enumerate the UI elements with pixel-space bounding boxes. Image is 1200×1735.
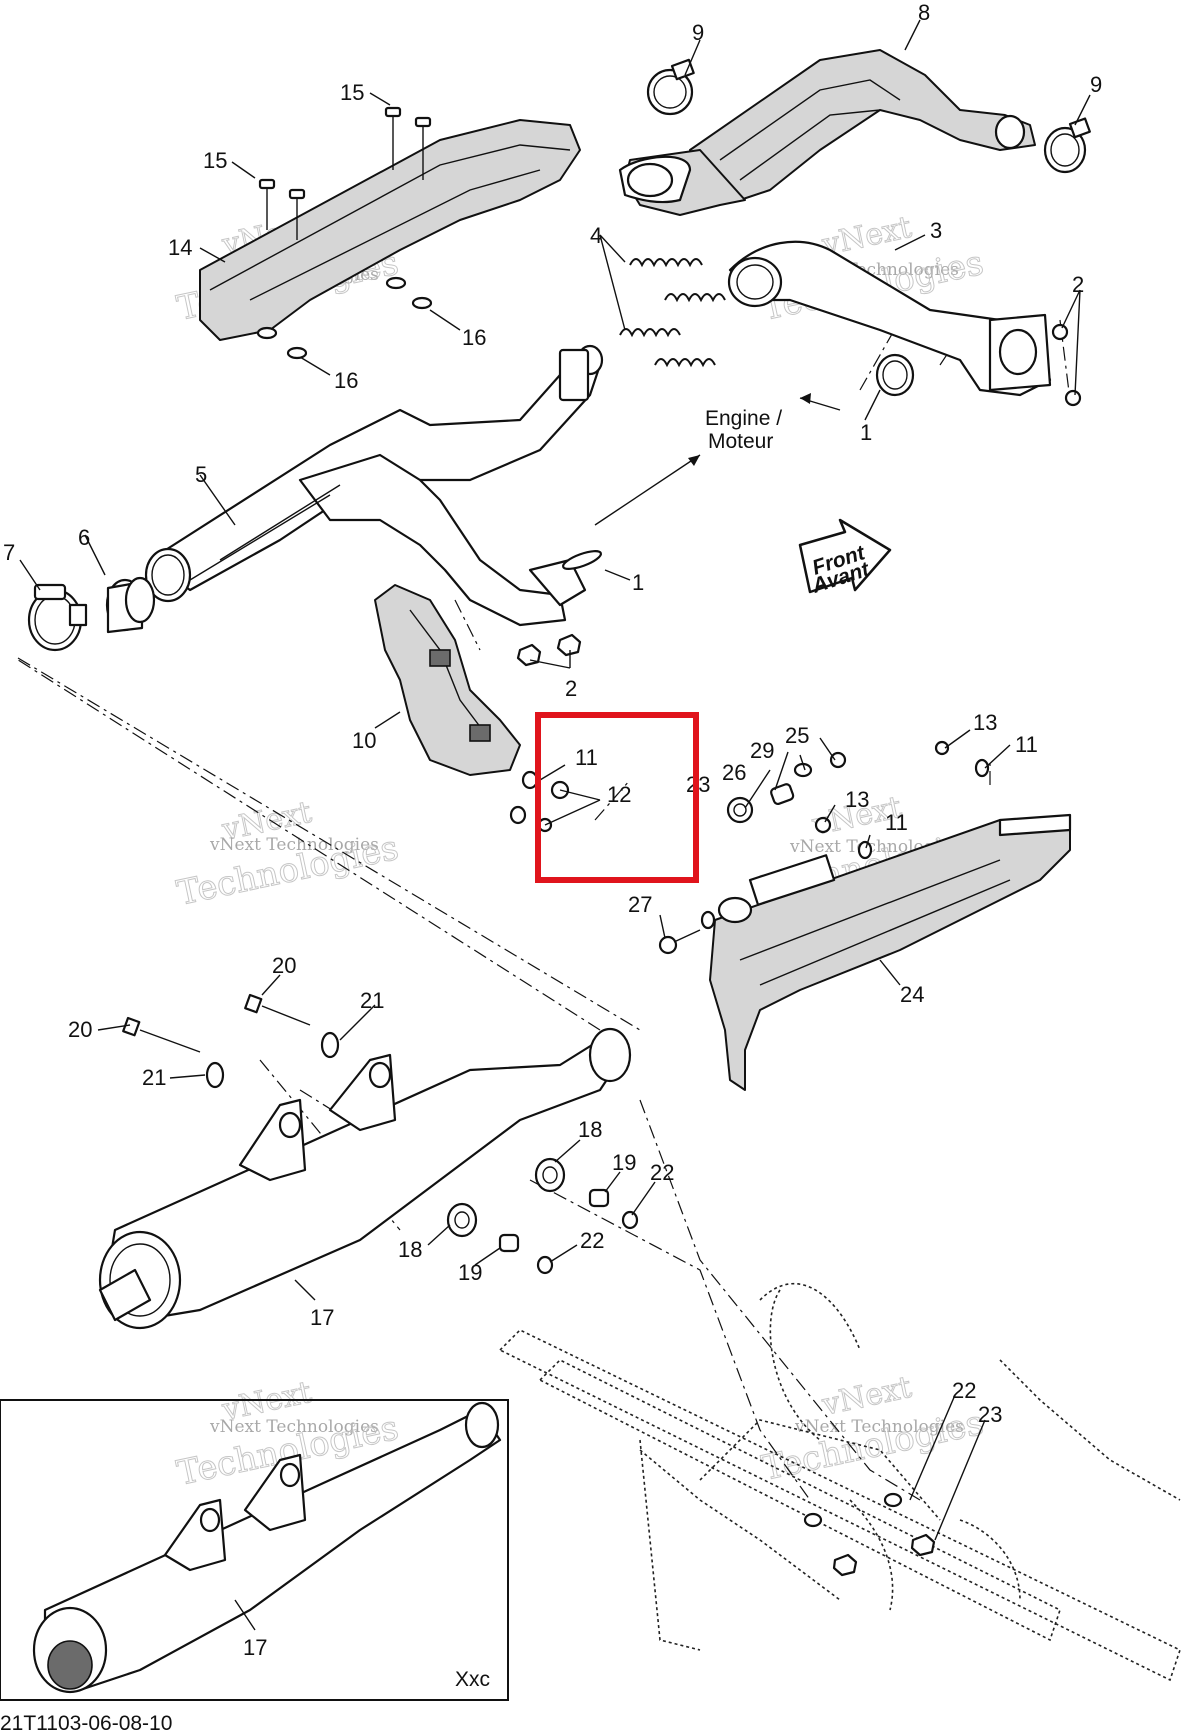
part-hardware-right xyxy=(658,740,990,955)
callout-10: 10 xyxy=(352,728,376,753)
callout-1: 1 xyxy=(632,570,644,595)
callout-14: 14 xyxy=(168,235,192,260)
callout-24: 24 xyxy=(900,982,924,1007)
svg-text:vNext Technologies: vNext Technologies xyxy=(209,1417,379,1437)
part-10-heat-shield xyxy=(374,584,521,776)
part-8-duct xyxy=(618,49,1036,216)
frame-outline xyxy=(498,1282,1181,1682)
callout-numbers: 8 9 9 15 15 14 16 16 4 3 2 1 5 6 7 1 2 1… xyxy=(3,0,1102,1660)
callout-4: 4 xyxy=(590,223,602,248)
variant-label: Xxc xyxy=(455,1668,490,1691)
part-6-sleeve xyxy=(105,576,156,634)
callout-17: 17 xyxy=(243,1635,267,1660)
part-24-heat-shield xyxy=(709,813,1072,1091)
svg-text:vNext Technologies: vNext Technologies xyxy=(209,835,379,855)
callout-22: 22 xyxy=(952,1378,976,1403)
callout-26: 26 xyxy=(722,760,746,785)
callout-7: 7 xyxy=(3,540,15,565)
callout-21: 21 xyxy=(360,988,384,1013)
callout-11: 11 xyxy=(1015,732,1038,757)
part-3-manifold xyxy=(727,240,1052,397)
part-5-y-pipe xyxy=(144,344,604,627)
part-7-clamp xyxy=(27,583,88,652)
callout-21: 21 xyxy=(142,1065,166,1090)
callout-3: 3 xyxy=(930,218,942,243)
svg-text:vNext Technologies: vNext Technologies xyxy=(794,1417,964,1437)
callout-11: 11 xyxy=(575,745,598,770)
assembly-lines xyxy=(14,319,1071,1501)
inset-xxc-variant xyxy=(0,1399,509,1701)
callout-15: 15 xyxy=(340,80,364,105)
callout-23: 23 xyxy=(978,1402,1002,1427)
callout-16: 16 xyxy=(334,368,358,393)
callout-27: 27 xyxy=(628,892,652,917)
engine-label: Engine / xyxy=(705,407,782,430)
front-arrow-icon: Front Avant xyxy=(798,518,892,598)
callout-1: 1 xyxy=(860,420,872,445)
callout-15: 15 xyxy=(203,148,227,173)
leader-lines xyxy=(19,19,1091,1631)
callout-8: 8 xyxy=(918,0,930,25)
part-17-muffler xyxy=(98,1027,632,1330)
callout-5: 5 xyxy=(195,462,207,487)
callout-9: 9 xyxy=(1090,72,1102,97)
callout-11: 11 xyxy=(885,810,908,835)
callout-19: 19 xyxy=(612,1150,636,1175)
part-18-19-22-hardware xyxy=(446,1157,639,1275)
callout-19: 19 xyxy=(458,1260,482,1285)
callout-17: 17 xyxy=(310,1305,334,1330)
part-4-springs xyxy=(619,258,726,368)
callout-22: 22 xyxy=(650,1160,674,1185)
svg-text:vNext: vNext xyxy=(818,1370,914,1423)
callout-2: 2 xyxy=(565,676,577,701)
callout-25: 25 xyxy=(785,723,809,748)
part-2-nuts-upper xyxy=(1051,323,1082,407)
callout-12: 12 xyxy=(607,782,631,807)
callout-18: 18 xyxy=(398,1237,422,1262)
part-1-gasket-upper xyxy=(875,353,915,397)
watermark-3: vNext vNext Technologies Technologies xyxy=(173,794,402,914)
callout-18: 18 xyxy=(578,1117,602,1142)
part-20-21-bolts xyxy=(122,993,340,1089)
callout-9: 9 xyxy=(692,20,704,45)
part-16-washers xyxy=(256,276,433,360)
part-9-clamp-right xyxy=(1043,117,1091,174)
callout-13: 13 xyxy=(845,787,869,812)
callout-29: 29 xyxy=(750,738,774,763)
engine-arrow xyxy=(594,393,841,526)
diagram-labels: Engine / Moteur Xxc 21T1103-06-08-10 xyxy=(0,407,782,1735)
part-1-gasket-lower xyxy=(561,550,603,570)
callout-13: 13 xyxy=(973,710,997,735)
highlight-box xyxy=(535,712,699,883)
drawing-code: 21T1103-06-08-10 xyxy=(0,1712,172,1735)
callout-20: 20 xyxy=(272,953,296,978)
callout-16: 16 xyxy=(462,325,486,350)
part-9-clamp-left xyxy=(646,58,695,116)
callout-22: 22 xyxy=(580,1228,604,1253)
part-14-heat-shield xyxy=(199,119,581,341)
callout-6: 6 xyxy=(78,525,90,550)
callout-2: 2 xyxy=(1072,272,1084,297)
moteur-label: Moteur xyxy=(708,430,773,453)
part-15-bolts xyxy=(258,106,432,240)
callout-20: 20 xyxy=(68,1017,92,1042)
